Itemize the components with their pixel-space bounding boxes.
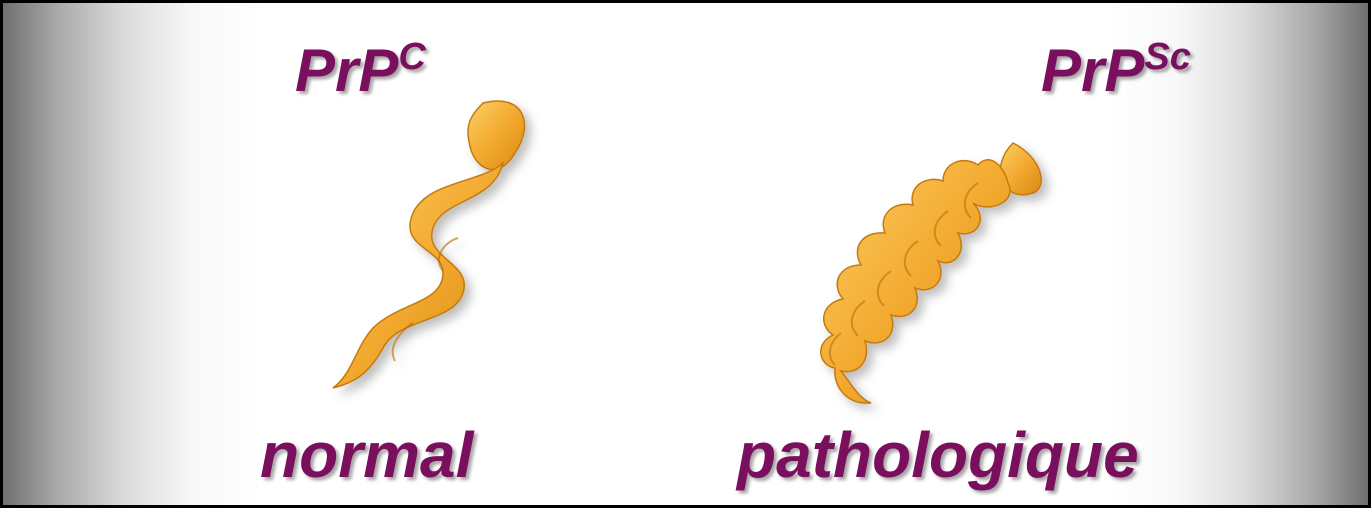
pathological-caption: pathologique [737,423,1139,487]
normal-caption: normal [260,423,473,487]
prpc-helix-ribbon [333,101,525,388]
prpsc-spiral-ribbon [821,143,1041,403]
protein-illustrations [3,3,1371,508]
